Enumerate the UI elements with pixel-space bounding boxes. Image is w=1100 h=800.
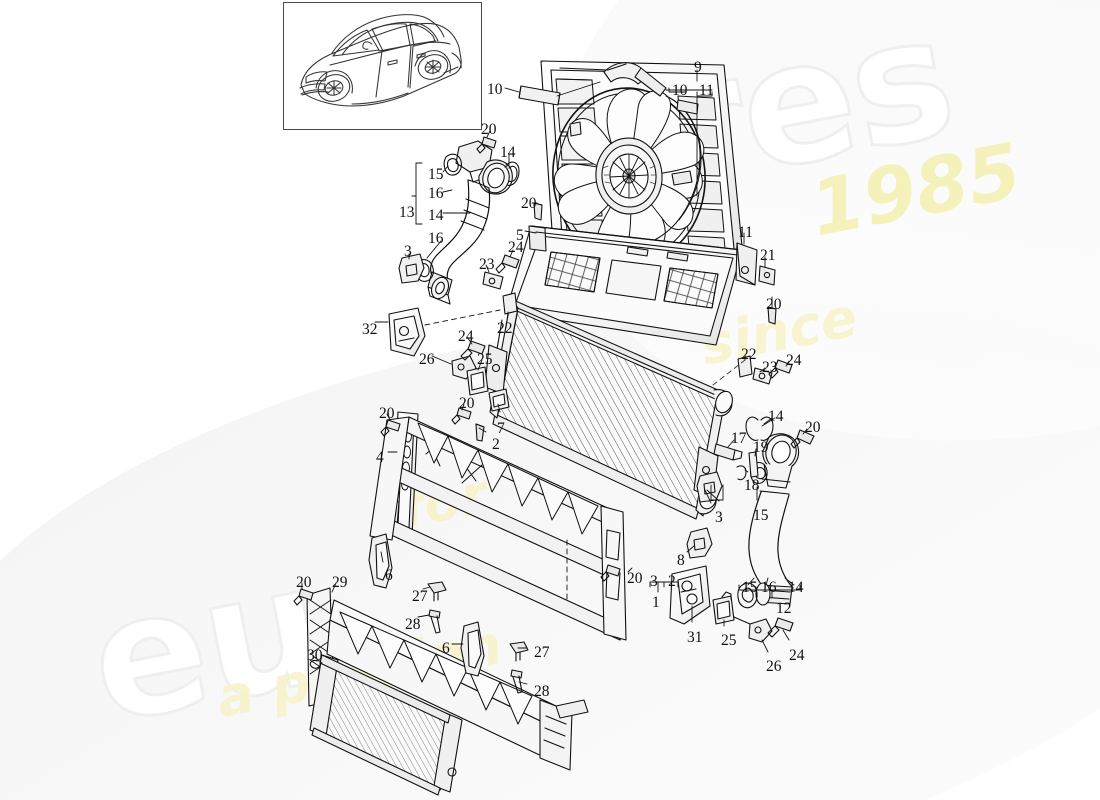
vehicle-line-drawing: [299, 14, 462, 107]
callout-15: 15: [428, 166, 444, 183]
callout-24: 24: [789, 647, 805, 664]
clip-3-left: [398, 253, 425, 284]
callout-15: 15: [753, 507, 769, 524]
callout-2: 2: [668, 573, 676, 590]
side-cover-31: [669, 565, 711, 625]
callout-14: 14: [788, 579, 804, 596]
callout-6: 6: [385, 567, 393, 584]
callout-23: 23: [479, 256, 495, 273]
lower-cross-member-support: [369, 416, 627, 641]
callout-26: 26: [766, 658, 782, 675]
air-conditioning-condenser: [309, 654, 463, 796]
callout-5: 5: [516, 227, 524, 244]
callout-16: 16: [428, 185, 444, 202]
callout-1: 1: [652, 594, 660, 611]
callout-4: 4: [376, 449, 384, 466]
callout-27: 27: [534, 644, 550, 661]
screw-24-lower: [767, 617, 794, 638]
callout-3: 3: [715, 509, 723, 526]
callout-3: 3: [650, 573, 658, 590]
bracket-8: [686, 527, 713, 559]
fan-ring-assembly: [518, 60, 745, 293]
callout-20: 20: [627, 570, 643, 587]
callout-10: 10: [487, 81, 503, 98]
callout-27: 27: [412, 588, 428, 605]
callout-11: 11: [699, 82, 714, 99]
bracket-6-lower: [460, 621, 485, 677]
callout-28: 28: [534, 683, 550, 700]
clip-cluster-right: [737, 355, 793, 385]
bracket-6-upper: [368, 533, 393, 589]
callout-3: 3: [404, 243, 412, 260]
bracket-11-21: [735, 242, 776, 286]
callout-20: 20: [805, 419, 821, 436]
clip-3-right: [696, 471, 723, 503]
clip-cluster-left: [451, 292, 518, 425]
callout-16: 16: [761, 579, 777, 596]
main-radiator-core: [475, 298, 733, 520]
callout-20: 20: [766, 296, 782, 313]
callout-9: 9: [694, 59, 702, 76]
callout-15: 15: [742, 579, 758, 596]
callout-20: 20: [296, 574, 312, 591]
clip-25-lower: [712, 591, 735, 625]
left-coolant-hose: [414, 140, 520, 305]
callout-20: 20: [521, 195, 537, 212]
air-guide-panel: [505, 225, 743, 346]
callout-24: 24: [786, 352, 802, 369]
callout-18: 18: [744, 477, 760, 494]
callout-8: 8: [677, 552, 685, 569]
callout-26: 26: [419, 351, 435, 368]
vehicle-thumbnail-box: [283, 2, 482, 130]
callout-6: 6: [442, 640, 450, 657]
right-coolant-hose: [713, 416, 800, 609]
callout-22: 22: [741, 346, 757, 363]
callout-31: 31: [687, 629, 703, 646]
callout-19: 19: [753, 439, 769, 456]
callout-14: 14: [500, 144, 516, 161]
fastener-27-28-lower: [509, 641, 529, 694]
callout-21: 21: [760, 247, 776, 264]
fastener-27-28-upper: [427, 581, 447, 634]
callout-17: 17: [731, 430, 747, 447]
callout-24: 24: [508, 239, 524, 256]
callout-12: 12: [776, 600, 792, 617]
callout-22: 22: [497, 320, 513, 337]
callout-7: 7: [497, 420, 505, 437]
callout-11: 11: [738, 224, 753, 241]
callout-2: 2: [492, 436, 500, 453]
callout-13: 13: [399, 204, 415, 221]
clip-23-24-upper: [482, 254, 520, 290]
callout-25: 25: [477, 351, 493, 368]
callout-20: 20: [481, 121, 497, 138]
callout-29: 29: [332, 574, 348, 591]
lower-carrier-29: [306, 587, 589, 771]
clip-26-lower: [733, 616, 773, 643]
callout-14: 14: [768, 408, 784, 425]
callout-20: 20: [379, 405, 395, 422]
callout-24: 24: [458, 328, 474, 345]
callout-23: 23: [762, 359, 778, 376]
callout-30: 30: [307, 647, 323, 664]
callout-16: 16: [428, 230, 444, 247]
callout-20: 20: [459, 395, 475, 412]
mount-bracket-32: [388, 307, 426, 357]
callout-25: 25: [721, 632, 737, 649]
callout-28: 28: [405, 616, 421, 633]
callout-10: 10: [672, 82, 688, 99]
callout-14: 14: [428, 207, 444, 224]
callout-32: 32: [362, 321, 378, 338]
